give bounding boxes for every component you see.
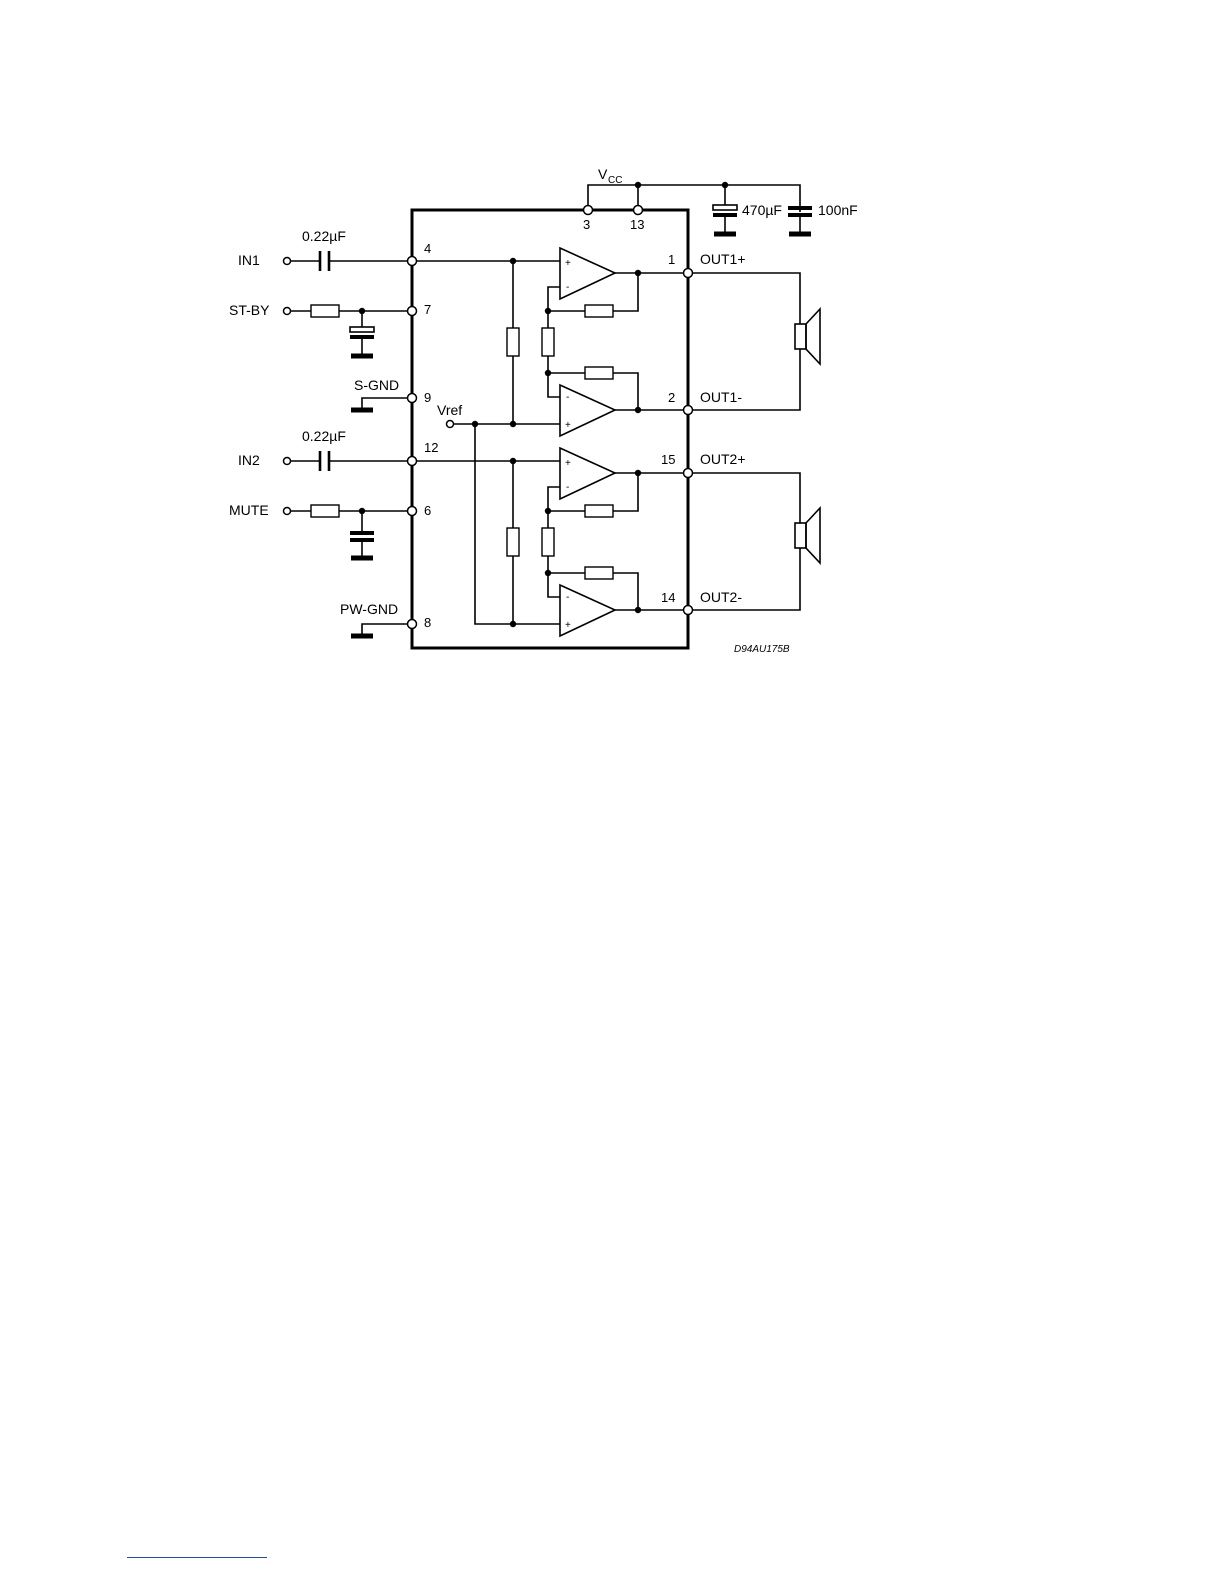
in1-label: IN1 bbox=[238, 252, 260, 268]
pin-9-label: 9 bbox=[424, 390, 431, 405]
pin-1-label: 1 bbox=[668, 252, 675, 267]
in2-label: IN2 bbox=[238, 452, 260, 468]
in1-input: IN1 0.22µF 4 bbox=[238, 228, 560, 271]
st-by-label: ST-BY bbox=[229, 302, 270, 318]
vref-label: Vref bbox=[437, 402, 462, 418]
pin-9-terminal bbox=[408, 394, 417, 403]
pw-gnd-label: PW-GND bbox=[340, 601, 398, 617]
pin-7-label: 7 bbox=[424, 302, 431, 317]
pin-15-label: 15 bbox=[661, 452, 675, 467]
vref-network: Vref bbox=[437, 402, 560, 627]
vref-terminal bbox=[447, 421, 454, 428]
in1-terminal bbox=[284, 258, 291, 265]
pin-8-terminal bbox=[408, 620, 417, 629]
st-by-terminal bbox=[284, 308, 291, 315]
in2-input: IN2 0.22µF 12 bbox=[238, 428, 560, 471]
pin-3-label: 3 bbox=[583, 217, 590, 232]
vcc-subscript: CC bbox=[608, 175, 622, 186]
in2-terminal bbox=[284, 458, 291, 465]
footer-rule bbox=[127, 1557, 267, 1558]
channel-1-bridge: + - - + 1 2 bbox=[507, 248, 688, 436]
in2-cap-label: 0.22µF bbox=[302, 428, 346, 444]
bulk-cap-label: 470µF bbox=[742, 202, 782, 218]
mute-label: MUTE bbox=[229, 502, 269, 518]
out1-plus-label: OUT1+ bbox=[700, 251, 746, 267]
pin-3-terminal bbox=[584, 206, 593, 215]
opamp-3-plus: + bbox=[565, 458, 571, 469]
mute-terminal bbox=[284, 508, 291, 515]
out2-minus-label: OUT2- bbox=[700, 589, 742, 605]
opamp-1-plus: + bbox=[565, 258, 571, 269]
in1-cap-label: 0.22µF bbox=[302, 228, 346, 244]
st-by-input: ST-BY 7 bbox=[229, 302, 431, 356]
opamp-1-minus: - bbox=[566, 282, 569, 293]
pin-12-label: 12 bbox=[424, 440, 438, 455]
s-gnd-label: S-GND bbox=[354, 377, 399, 393]
pin-6-terminal bbox=[408, 507, 417, 516]
drawing-reference: D94AU175B bbox=[734, 644, 790, 655]
pin-2-label: 2 bbox=[668, 390, 675, 405]
channel-2-bridge: + - - + 15 14 bbox=[507, 448, 688, 636]
vcc-label: V bbox=[598, 166, 608, 182]
pin-2-terminal bbox=[684, 406, 693, 415]
pw-gnd-pin: PW-GND 8 bbox=[340, 601, 431, 636]
opamp-2-plus: + bbox=[565, 420, 571, 431]
pin-13-label: 13 bbox=[630, 217, 644, 232]
pin-4-label: 4 bbox=[424, 241, 431, 256]
out2-plus-label: OUT2+ bbox=[700, 451, 746, 467]
pin-12-terminal bbox=[408, 457, 417, 466]
pin-15-terminal bbox=[684, 469, 693, 478]
pin-1-terminal bbox=[684, 269, 693, 278]
pin-14-terminal bbox=[684, 606, 693, 615]
pin-6-label: 6 bbox=[424, 503, 431, 518]
opamp-3-minus: - bbox=[566, 482, 569, 493]
pin-8-label: 8 bbox=[424, 615, 431, 630]
decoupling-cap-label: 100nF bbox=[818, 202, 858, 218]
pin-14-label: 14 bbox=[661, 590, 675, 605]
pin-13-terminal bbox=[634, 206, 643, 215]
s-gnd-pin: S-GND 9 bbox=[351, 377, 431, 410]
out1-minus-label: OUT1- bbox=[700, 389, 742, 405]
bulk-capacitor: 470µF bbox=[713, 202, 782, 234]
opamp-4-minus: - bbox=[566, 592, 569, 603]
mute-input: MUTE 6 bbox=[229, 502, 431, 558]
opamp-2-minus: - bbox=[566, 392, 569, 403]
pin-4-terminal bbox=[408, 257, 417, 266]
pin-7-terminal bbox=[408, 307, 417, 316]
ic-package-outline bbox=[412, 210, 688, 648]
opamp-4-plus: + bbox=[565, 620, 571, 631]
decoupling-capacitor: 100nF bbox=[788, 202, 858, 234]
